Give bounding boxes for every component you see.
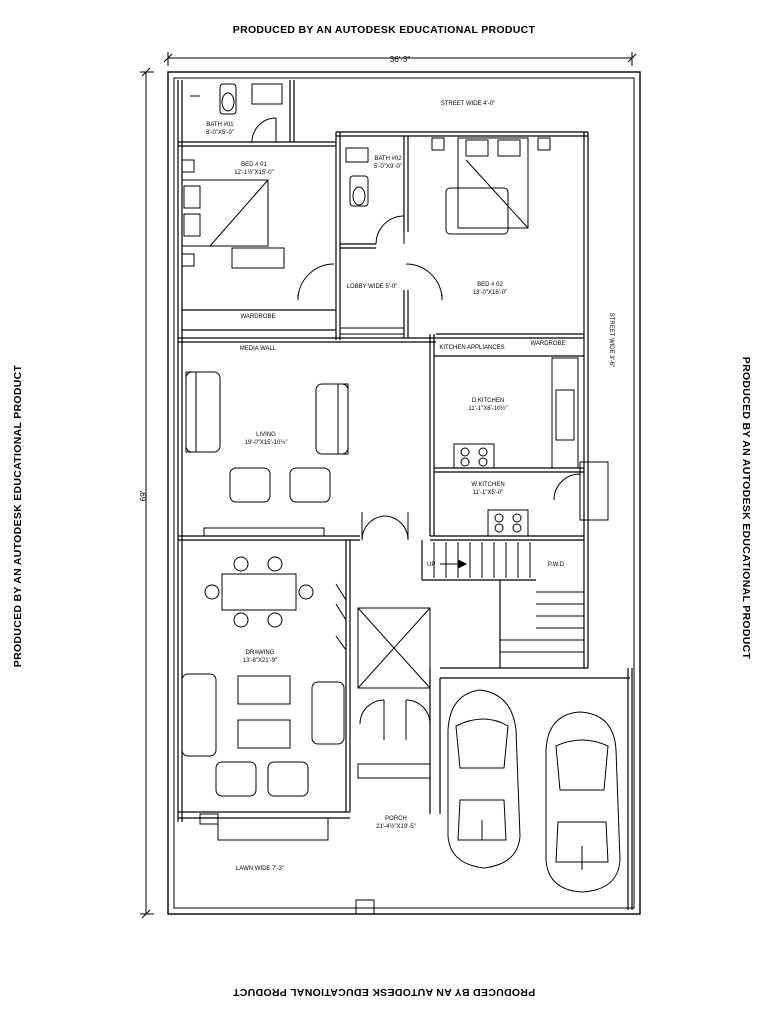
kitchen-appliances-label: KITCHEN APPLIANCES [439,345,504,351]
wardrobe-bed2-label: WARDROBE [530,341,565,347]
porch-skylight [357,607,431,689]
bed2-name: BED # 02 [477,282,503,288]
wkitchen-size: 11'-1"X5'-0" [473,490,504,496]
living-name: LIVING [256,432,276,438]
car-right [545,711,621,893]
bath1-size: 8'-0"X5'-0" [206,130,234,136]
lawn-planter [199,813,219,825]
height-dimension: 69' [139,490,148,501]
living-doors [361,512,409,541]
porch-doors [359,699,431,740]
bed1-size: 12'-1½"X15'-0" [234,169,274,176]
media-wall-label: MEDIA WALL [240,346,277,352]
boundary-wall [167,71,641,915]
wkitchen-name: W.KITCHEN [471,482,504,488]
width-dimension: 36'-3" [390,55,411,64]
street-right-label: STREET WIDE 3'-6" [608,313,614,368]
wardrobe-bed1-label: WARDROBE [240,314,275,320]
boundary-wall-inner [173,77,635,909]
watermark-top: PRODUCED BY AN AUTODESK EDUCATIONAL PROD… [232,24,536,36]
street-top-label: STREET WIDE 4'-0" [441,101,496,107]
bed2-size: 13'-0"X16'-0" [473,290,508,296]
bath1-fixtures [190,83,283,143]
lobby-label: LOBBY WIDE 5'-0" [347,284,398,290]
porch-name: PORCH [385,816,407,822]
drawing-name: DRAWING [246,650,275,656]
living-size: 19'-0"X15'-10½" [245,439,288,446]
stair-up-label: UP [427,562,435,568]
drawing-size: 13'-8"X21'-9" [243,658,278,664]
pwd-label: P.W.D [548,562,565,568]
bath1-name: BATH #01 [206,122,234,128]
wkitchen-fixtures [487,461,609,537]
dkitchen-size: 11'-1"X8'-10½" [468,405,507,412]
bath2-size: 5'-0"X9'-0" [374,164,402,170]
living-furniture [185,371,349,537]
bed2-bed [431,137,551,235]
height-dimension-line [140,67,154,919]
lawn-bench [217,817,329,841]
corner-pillar [355,899,375,915]
bed1-bed [181,159,285,269]
dkitchen-name: D.KITCHEN [472,398,504,404]
dkitchen-fixtures [453,357,579,469]
bed1-name: BED # 01 [241,162,267,168]
bath2-name: BATH #02 [374,156,402,162]
car-left [447,689,521,869]
lobby-doors [297,263,443,335]
building-walls [177,80,633,910]
drawing-furniture [181,556,347,797]
porch-step [357,763,431,779]
bath2-fixtures [345,147,405,245]
porch-size: 21'-4½"X19'-5" [376,823,416,830]
width-dimension-line [163,52,637,66]
lawn-label: LAWN WIDE 7'-3" [236,866,284,872]
staircase [433,542,584,653]
